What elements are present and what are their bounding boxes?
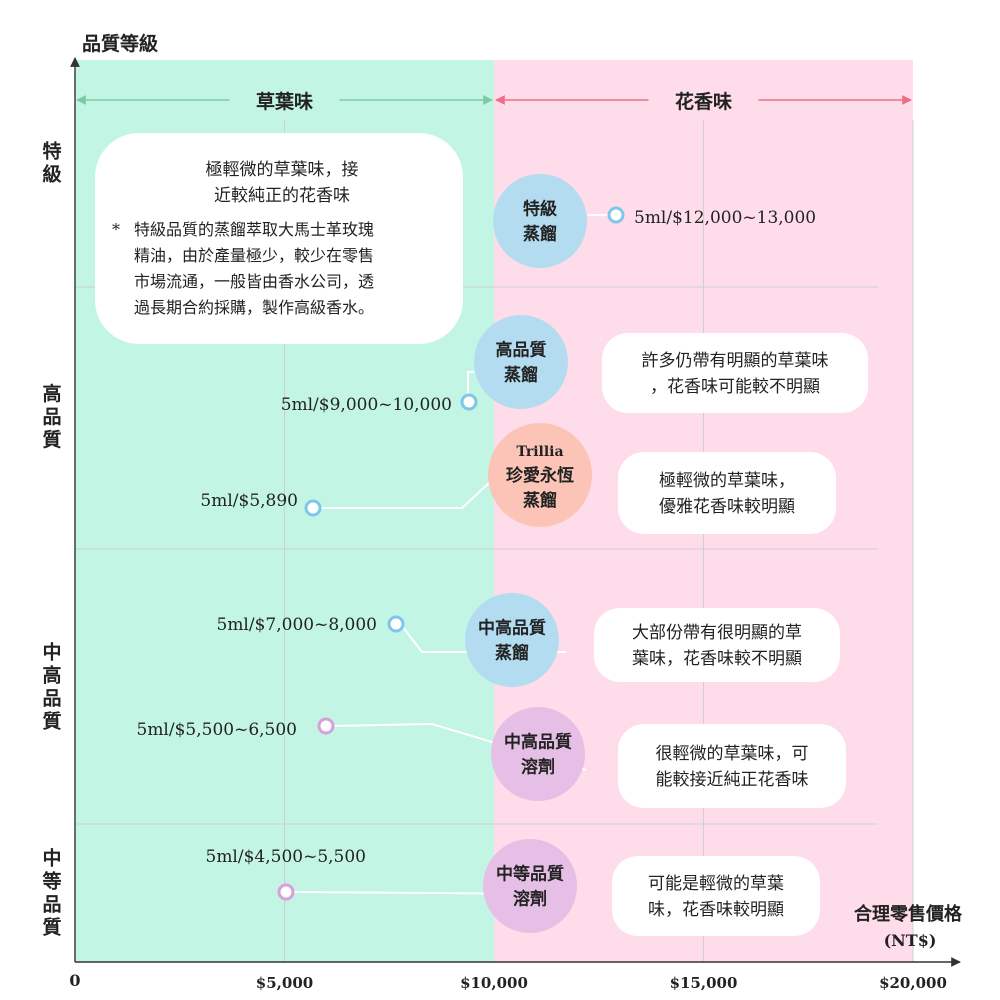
- grade-label-1: 高品質: [42, 382, 61, 451]
- note-text: ，花香味可能較不明顯: [650, 377, 820, 397]
- price-label: 5ml/$5,500~6,500: [137, 720, 298, 740]
- product-circle: [465, 593, 559, 687]
- note-text: 味，花香味較明顯: [648, 900, 784, 920]
- price-marker: [304, 499, 322, 517]
- price-label: 5ml/$7,000~8,000: [217, 615, 378, 635]
- grade-label-2: 中高品質: [42, 641, 61, 733]
- product-name: 中高品質: [504, 732, 572, 753]
- connector-line: [467, 371, 474, 396]
- zone-label-0: 草葉味: [256, 90, 313, 113]
- note-bubble: [95, 133, 463, 344]
- note-text: 優雅花香味較明顯: [659, 497, 795, 517]
- note-extra-text: 過長期合約採購，製作高級香水。: [134, 298, 374, 317]
- product-name: Trillia: [516, 444, 563, 460]
- note-text: 極輕微的草葉味，接: [206, 160, 359, 180]
- product-name: 中等品質: [496, 864, 564, 885]
- product-name: 特級: [523, 199, 557, 220]
- zone-label-1: 花香味: [675, 90, 732, 113]
- product-name: 蒸餾: [523, 490, 557, 511]
- x-axis-unit: (NT$): [884, 931, 937, 950]
- product-name: 珍愛永恆: [506, 465, 574, 486]
- price-marker: [317, 717, 335, 735]
- note-extra-text: 精油，由於產量極少，較少在零售: [134, 246, 374, 265]
- note-bubble: [618, 452, 836, 534]
- note-text: 可能是輕微的草葉: [648, 874, 784, 894]
- note-bubble: [594, 608, 840, 682]
- price-label: 5ml/$4,500~5,500: [206, 847, 367, 867]
- x-tick-label: $15,000: [670, 974, 738, 992]
- note-bubble: [618, 724, 846, 808]
- product-name: 高品質: [496, 340, 547, 361]
- product-circle: [483, 839, 577, 933]
- note-text: 許多仍帶有明顯的草葉味: [642, 351, 829, 371]
- note-extra-text: 市場流通，一般皆由香水公司，透: [134, 272, 374, 291]
- note-bubble: [612, 856, 820, 936]
- note-extra-text: 特級品質的蒸餾萃取大馬士革玫瑰: [134, 220, 374, 239]
- price-label: 5ml/$12,000~13,000: [634, 208, 816, 228]
- x-tick-label: $20,000: [879, 974, 947, 992]
- note-text: 大部份帶有很明顯的草: [632, 623, 802, 643]
- price-marker: [460, 393, 478, 411]
- connector-line: [319, 481, 491, 509]
- x-tick-label: $5,000: [256, 974, 313, 992]
- product-circle: [493, 174, 587, 268]
- grade-label-0: 特級: [42, 141, 61, 186]
- note-text: 能較接近純正花香味: [656, 770, 809, 790]
- product-name: 蒸餾: [504, 365, 538, 386]
- price-marker: [277, 883, 295, 901]
- x-axis-label: 合理零售價格: [854, 903, 963, 925]
- note-bubble: [602, 333, 868, 413]
- price-label: 5ml/$5,890: [200, 491, 298, 511]
- product-name: 溶劑: [513, 889, 547, 910]
- note-text: 很輕微的草葉味，可: [656, 744, 809, 764]
- price-marker: [607, 206, 625, 224]
- product-name: 中高品質: [478, 618, 546, 639]
- y-axis-label: 品質等級: [82, 32, 158, 55]
- x-tick-label: $10,000: [460, 974, 528, 992]
- product-circle: [474, 315, 568, 409]
- note-text: 極輕微的草葉味，: [659, 471, 795, 491]
- note-text: 近較純正的花香味: [214, 186, 350, 206]
- price-marker: [387, 615, 405, 633]
- product-name: 蒸餾: [495, 643, 529, 664]
- product-name: 蒸餾: [523, 224, 557, 245]
- price-label: 5ml/$9,000~10,000: [281, 395, 452, 415]
- note-text: 葉味，花香味較不明顯: [632, 649, 802, 669]
- product-circle: [491, 707, 585, 801]
- grade-label-3: 中等品質: [41, 847, 61, 939]
- product-name: 溶劑: [521, 757, 555, 778]
- origin-label: 0: [69, 971, 80, 990]
- note-asterisk: *: [112, 220, 120, 239]
- product-circle: [488, 423, 592, 527]
